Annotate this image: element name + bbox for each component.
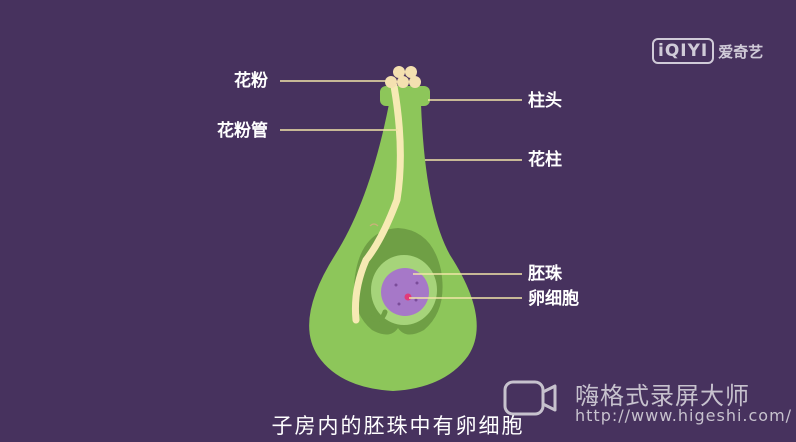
pollen-grain bbox=[409, 76, 421, 88]
stigma-shape bbox=[380, 86, 430, 106]
egg-cell-shape bbox=[381, 268, 429, 316]
recorder-watermark: 嗨格式录屏大师 http://www.higeshi.com/ bbox=[503, 374, 793, 430]
watermark-title: 嗨格式录屏大师 bbox=[575, 382, 750, 410]
iqiyi-logo: iQIYI 爱奇艺 bbox=[652, 36, 763, 66]
label-pollen: 花粉 bbox=[234, 71, 268, 91]
pollen-grain bbox=[405, 66, 417, 78]
label-pollen-tube: 花粉管 bbox=[217, 121, 268, 141]
label-style: 花柱 bbox=[528, 150, 562, 170]
pollen-tube bbox=[352, 82, 404, 324]
watermark-url: http://www.higeshi.com/ bbox=[575, 406, 793, 425]
video-subtitle: 子房内的胚珠中有卵细胞 bbox=[271, 414, 525, 438]
label-stigma: 柱头 bbox=[528, 91, 562, 111]
pollen-grain bbox=[393, 66, 405, 78]
pollen-grain bbox=[397, 76, 409, 88]
iqiyi-logo-badge: iQIYI bbox=[652, 38, 715, 64]
label-egg-cell: 卵细胞 bbox=[528, 289, 579, 309]
label-ovule: 胚珠 bbox=[528, 264, 562, 284]
iqiyi-logo-text: 爱奇艺 bbox=[718, 42, 764, 61]
camera-icon bbox=[503, 380, 557, 416]
pollen-grain bbox=[385, 76, 397, 88]
egg-nucleus bbox=[404, 293, 412, 301]
